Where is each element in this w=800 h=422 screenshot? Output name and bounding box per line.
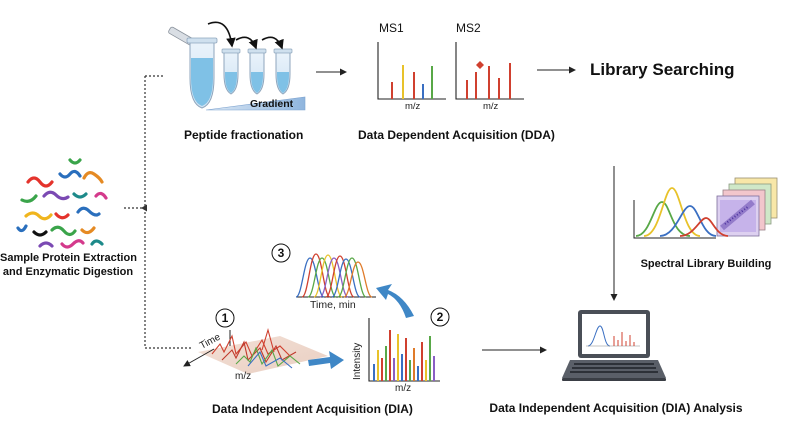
dia-3d-surface-step1 — [183, 308, 328, 374]
ms1-mz-label: m/z — [405, 101, 421, 112]
ms2-mz-label: m/z — [483, 101, 499, 112]
spectral-library-icon — [633, 177, 778, 239]
arrow-step1-to-step2 — [308, 351, 344, 369]
ms1-label: MS1 — [379, 21, 404, 35]
chromatogram-step3 — [271, 243, 376, 298]
gradient-label: Gradient — [250, 98, 294, 110]
ms1-spectrum — [377, 42, 446, 100]
dia-mz-label: m/z — [235, 371, 252, 382]
dia-analysis-label: Data Independent Acquisition (DIA) Analy… — [489, 401, 743, 415]
dia-label: Data Independent Acquisition (DIA) — [212, 402, 413, 416]
protein-mixture-icon — [16, 158, 108, 249]
sample-label-line2: and Enzymatic Digestion — [2, 266, 134, 278]
sample-label-line1: Sample Protein Extraction — [0, 252, 137, 264]
dda-label: Data Dependent Acquisition (DDA) — [358, 128, 555, 142]
ms2-label: MS2 — [456, 21, 481, 35]
step-2-number: 2 — [436, 310, 444, 324]
connector-arrowhead — [141, 204, 147, 212]
peptide-fractionation-label: Peptide fractionation — [184, 128, 304, 142]
step-3-number: 3 — [277, 246, 285, 260]
spectral-library-label: Spectral Library Building — [640, 258, 772, 270]
sample-connector — [124, 75, 192, 349]
fractionation-tubes — [168, 21, 306, 111]
library-searching-label: Library Searching — [590, 60, 735, 79]
laptop-icon — [562, 310, 666, 381]
time-min-label: Time, min — [310, 299, 356, 311]
dia-spectrum-step2 — [368, 307, 450, 382]
step-1-number: 1 — [221, 311, 229, 325]
arrow-step2-to-step3 — [376, 284, 414, 318]
gradient-wedge — [205, 96, 306, 111]
intensity-axis-label: Intensity — [352, 342, 363, 380]
step2-mz-label: m/z — [395, 383, 412, 394]
ms2-spectrum — [455, 42, 524, 100]
